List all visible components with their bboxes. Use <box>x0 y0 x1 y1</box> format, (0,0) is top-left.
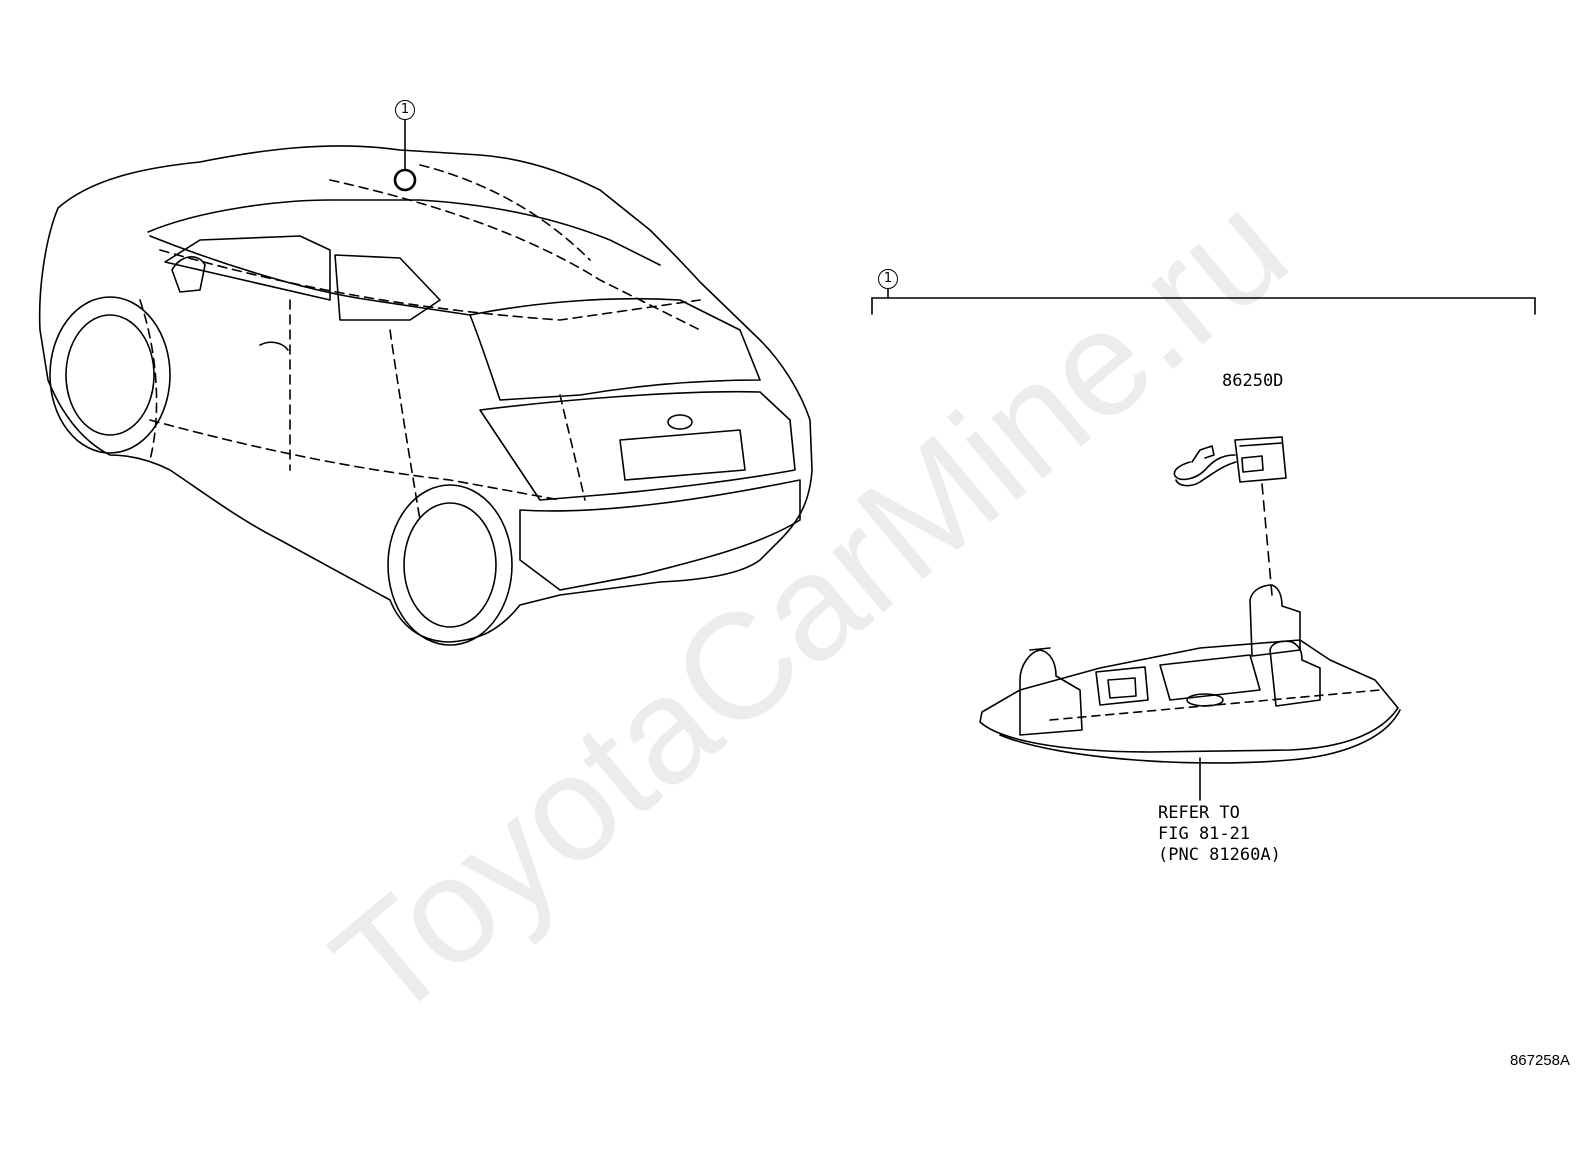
refer-note-line-2: FIG 81-21 <box>1158 824 1251 844</box>
assembly-callout-number: 1 <box>878 269 898 289</box>
part-number-label: 86250D <box>1222 371 1284 391</box>
roof-callout-leader <box>393 119 417 192</box>
refer-note-line-3: (PNC 81260A) <box>1158 845 1281 865</box>
diagram-canvas <box>38 119 1536 801</box>
vehicle-outline <box>38 145 813 646</box>
assembly-bracket <box>871 286 1536 315</box>
lamp-housing <box>979 584 1401 764</box>
connector-leader <box>1261 483 1273 596</box>
refer-note-line-1: REFER TO <box>1158 803 1240 823</box>
figure-id: 867258A <box>1509 1052 1570 1069</box>
connector-86250d <box>1173 436 1287 487</box>
car-callout-number: 1 <box>395 100 415 120</box>
